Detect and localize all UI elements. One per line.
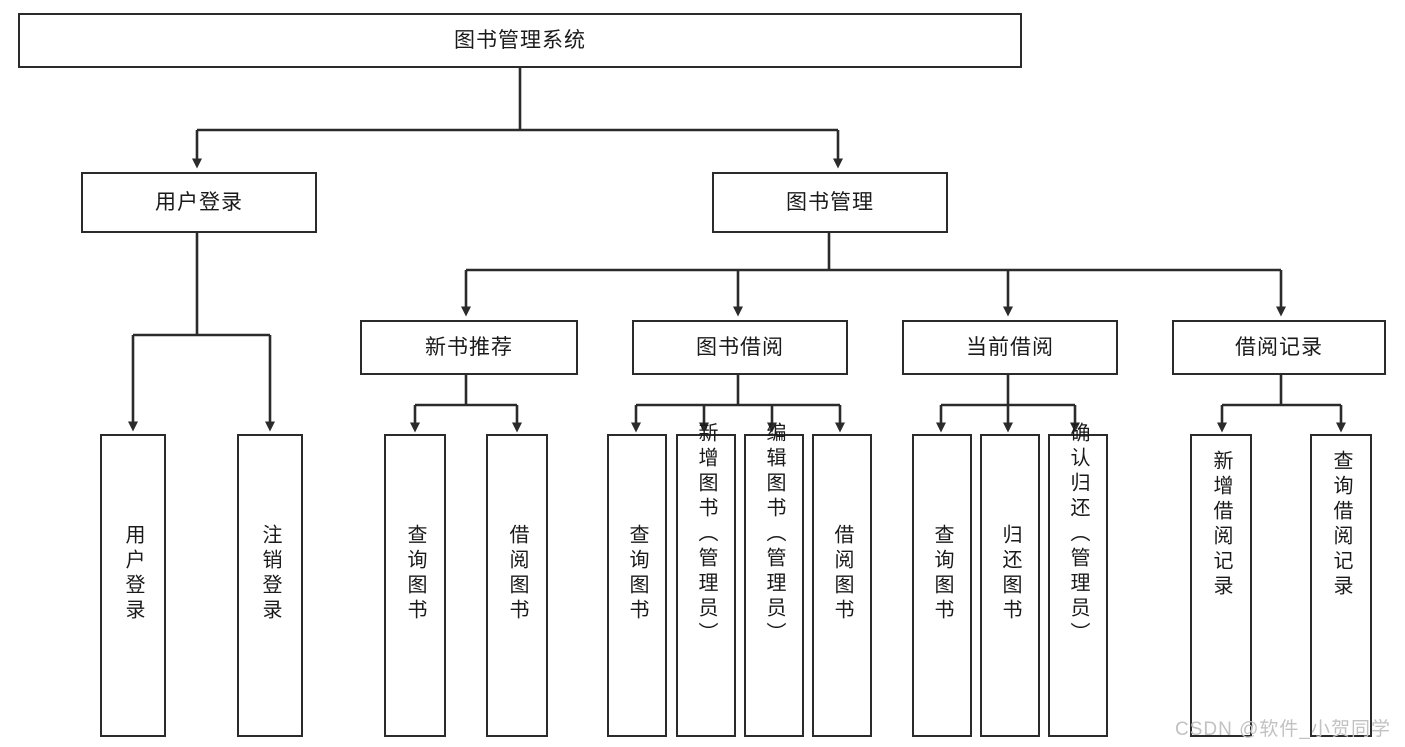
leaf-new-book-query-book[interactable]: 查询图书 (384, 434, 446, 737)
leaf-label: 查询借阅记录 (1330, 450, 1352, 600)
leaf-borrow-book-borrow-book[interactable]: 借阅图书 (812, 434, 872, 737)
node-new-book-recommend[interactable]: 新书推荐 (360, 320, 578, 375)
node-book-management[interactable]: 图书管理 (712, 172, 948, 233)
leaf-label: 编辑图书（管理员） (763, 422, 785, 647)
leaf-label: 用户登录 (122, 524, 144, 624)
leaf-current-borrow-query-book[interactable]: 查询图书 (912, 434, 972, 737)
leaf-borrow-book-add-book-admin[interactable]: 新增图书（管理员） (676, 422, 736, 737)
leaf-new-book-borrow-book[interactable]: 借阅图书 (486, 434, 548, 737)
leaf-label: 新增图书（管理员） (695, 422, 717, 647)
leaf-label: 新增借阅记录 (1210, 450, 1232, 600)
leaf-label: 确认归还（管理员） (1067, 422, 1089, 647)
leaf-label: 注销登录 (259, 524, 281, 624)
leaf-borrow-book-query-book[interactable]: 查询图书 (607, 434, 667, 737)
node-borrow-record[interactable]: 借阅记录 (1172, 320, 1386, 375)
node-user-login[interactable]: 用户登录 (81, 172, 317, 233)
leaf-label: 借阅图书 (831, 524, 853, 624)
node-root-system[interactable]: 图书管理系统 (18, 13, 1022, 68)
node-current-borrow[interactable]: 当前借阅 (902, 320, 1118, 375)
leaf-current-borrow-return-book[interactable]: 归还图书 (980, 434, 1040, 737)
leaf-label: 查询图书 (626, 524, 648, 624)
leaf-borrow-record-query-record[interactable]: 查询借阅记录 (1310, 434, 1372, 737)
leaf-user-login-logout[interactable]: 注销登录 (237, 434, 303, 737)
watermark-text: CSDN @软件_小贺同学 (1175, 719, 1391, 740)
leaf-current-borrow-confirm-return-admin[interactable]: 确认归还（管理员） (1048, 422, 1108, 737)
leaf-borrow-record-add-record[interactable]: 新增借阅记录 (1190, 434, 1252, 737)
leaf-label: 归还图书 (999, 524, 1021, 624)
node-book-borrow[interactable]: 图书借阅 (632, 320, 848, 375)
leaf-label: 查询图书 (931, 524, 953, 624)
leaf-user-login-login[interactable]: 用户登录 (100, 434, 166, 737)
leaf-label: 查询图书 (404, 524, 426, 624)
leaf-borrow-book-edit-book-admin[interactable]: 编辑图书（管理员） (744, 422, 804, 737)
leaf-label: 借阅图书 (506, 524, 528, 624)
